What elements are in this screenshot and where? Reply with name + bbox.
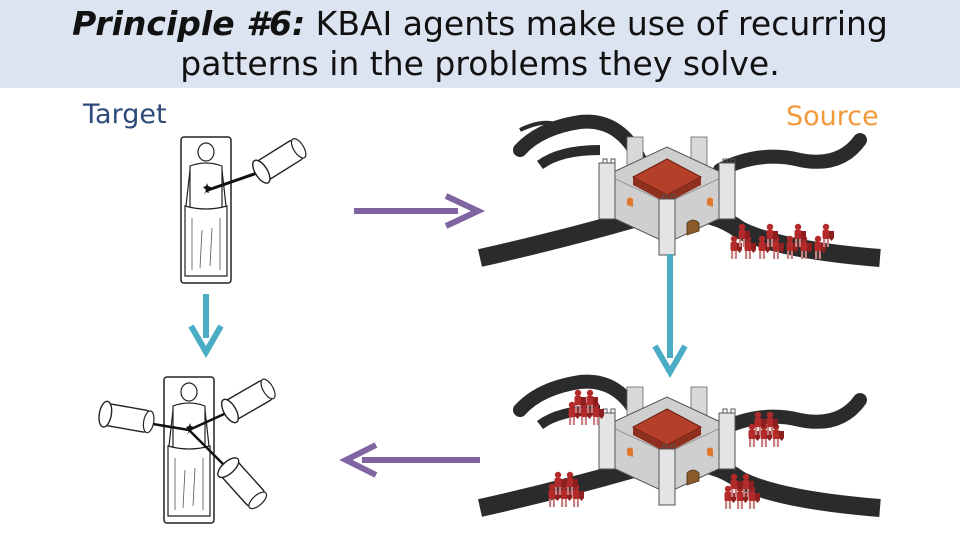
title-banner: Principle #6: KBAI agents make use of re… xyxy=(0,0,960,88)
arrow-down-target-icon xyxy=(188,294,224,359)
castle-surrounded-army-icon xyxy=(478,374,881,517)
patient-multi-ray-icon xyxy=(96,374,280,524)
title-bold: Principle #6: xyxy=(72,4,306,43)
arrow-down-source-icon xyxy=(652,254,688,379)
castle-single-army-icon xyxy=(478,114,881,267)
target-label: Target xyxy=(83,99,167,130)
title-line-1: Principle #6: KBAI agents make use of re… xyxy=(0,4,960,43)
patient-single-ray-icon xyxy=(180,133,311,284)
title-rest: KBAI agents make use of recurring xyxy=(305,4,888,43)
source-label: Source xyxy=(786,101,879,132)
arrow-left-icon xyxy=(339,442,480,478)
arrow-right-icon xyxy=(354,193,486,229)
title-line-2: patterns in the problems they solve. xyxy=(180,44,780,83)
